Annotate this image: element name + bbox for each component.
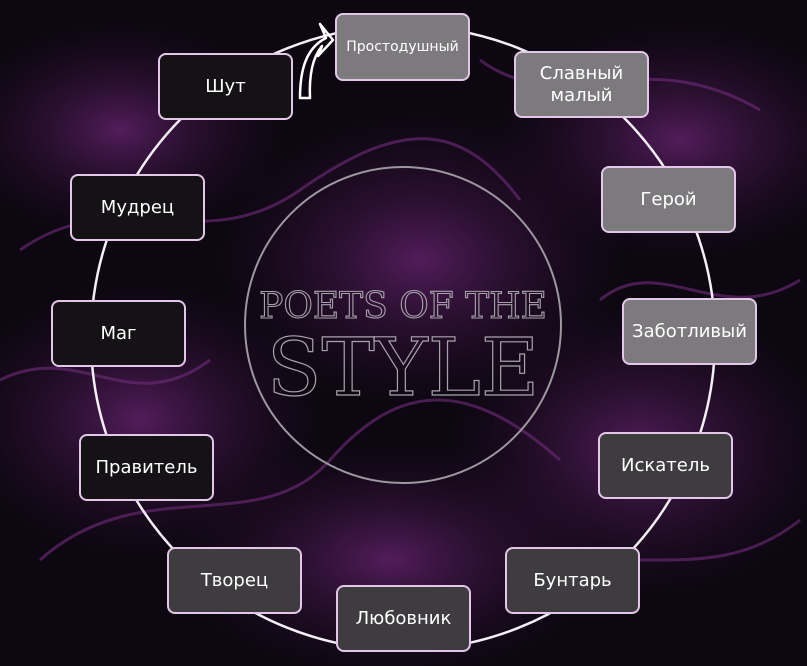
node-mudrets[interactable]: Мудрец (70, 174, 205, 241)
node-lyubovnik[interactable]: Любовник (336, 585, 471, 652)
node-prostodushny[interactable]: Простодушный (335, 13, 470, 81)
node-pravitel[interactable]: Правитель (79, 434, 214, 501)
node-slavny-maly[interactable]: Славный малый (514, 51, 649, 118)
node-iskatel[interactable]: Искатель (598, 432, 733, 499)
node-shut[interactable]: Шут (158, 53, 293, 120)
node-zabotlivy[interactable]: Заботливый (622, 298, 757, 365)
node-mag[interactable]: Маг (51, 300, 186, 367)
node-buntar[interactable]: Бунтарь (505, 547, 640, 614)
node-geroy[interactable]: Герой (601, 166, 736, 233)
node-tvorets[interactable]: Творец (167, 547, 302, 614)
cycle-arrow-icon (298, 22, 335, 100)
